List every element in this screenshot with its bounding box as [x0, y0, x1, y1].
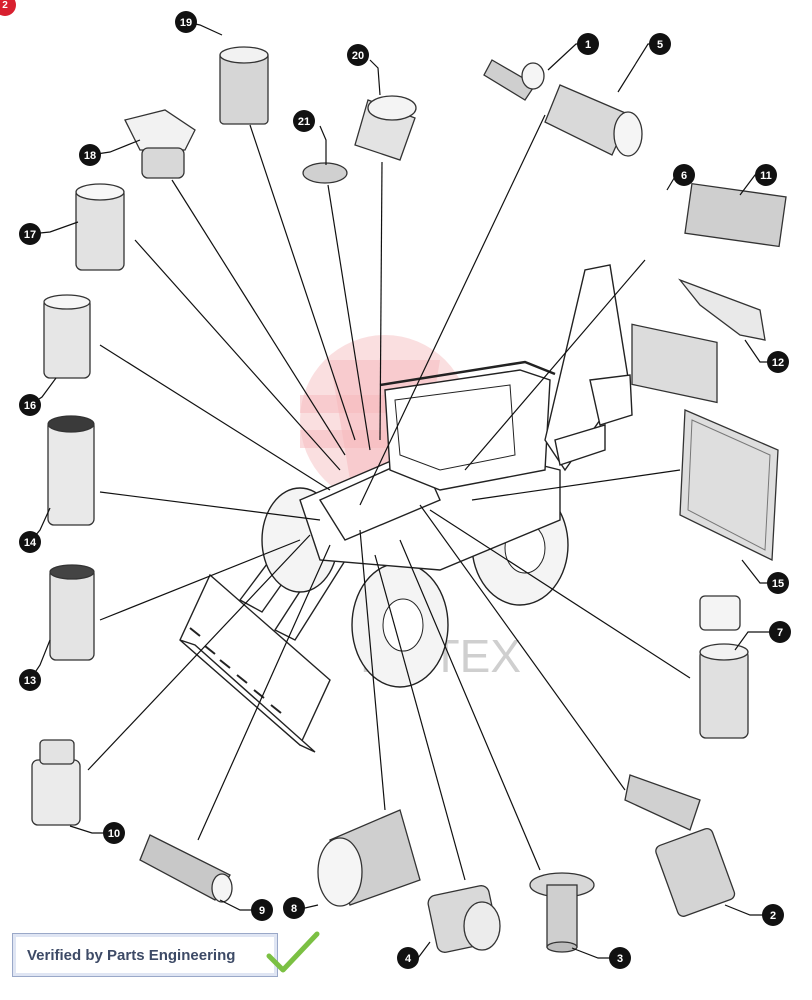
- part-13-icon: [49, 564, 95, 661]
- part-17-icon: [75, 183, 125, 271]
- callout-21: 21: [293, 110, 315, 132]
- part-12-icon: [678, 278, 766, 341]
- part-18-icon: [124, 109, 196, 179]
- part-19-icon: [219, 46, 269, 125]
- callout-13: 13: [19, 669, 41, 691]
- svg-text:13: 13: [24, 675, 36, 687]
- callout-18: 18: [79, 144, 101, 166]
- checkmark-icon: [266, 931, 320, 973]
- part-20-icon: [354, 95, 417, 161]
- svg-text:9: 9: [259, 905, 265, 917]
- svg-text:21: 21: [298, 116, 310, 128]
- svg-text:16: 16: [24, 400, 36, 412]
- svg-text:10: 10: [108, 828, 120, 840]
- part-8-icon: [317, 809, 421, 907]
- callout-8: 8: [283, 897, 305, 919]
- svg-text:15: 15: [772, 578, 784, 590]
- svg-text:20: 20: [352, 50, 364, 62]
- verified-text: Verified by Parts Engineering: [27, 946, 236, 964]
- svg-text:7: 7: [777, 627, 783, 639]
- part-10-icon: [31, 739, 81, 826]
- svg-text:19: 19: [180, 17, 192, 29]
- callout-14: 14: [19, 531, 41, 553]
- part-6-icon: [631, 323, 718, 404]
- part-1-icon: [483, 59, 545, 101]
- callout-19: 19: [175, 11, 197, 33]
- svg-text:4: 4: [405, 953, 412, 965]
- part-16-icon: [43, 294, 91, 379]
- svg-text:17: 17: [24, 229, 36, 241]
- part-5-icon: [544, 84, 643, 157]
- svg-text:1: 1: [585, 39, 591, 51]
- verified-badge: Verified by Parts Engineering: [12, 931, 320, 977]
- part-15-icon: [679, 409, 779, 562]
- svg-text:5: 5: [657, 39, 663, 51]
- callout-3: 3: [609, 947, 631, 969]
- callout-15: 15: [767, 572, 789, 594]
- callout-2: 2: [762, 904, 784, 926]
- callout-1: 1: [577, 33, 599, 55]
- svg-text:14: 14: [24, 537, 37, 549]
- svg-text:2: 2: [770, 910, 776, 922]
- part-2-icon: [624, 774, 736, 917]
- callout-11: 11: [755, 164, 777, 186]
- callout-6: 6: [673, 164, 695, 186]
- part-3-icon: [529, 872, 595, 953]
- svg-text:12: 12: [772, 357, 784, 369]
- part-7-icon: [699, 595, 749, 739]
- svg-text:6: 6: [681, 170, 687, 182]
- callout-10: 10: [103, 822, 125, 844]
- callout-7: 7: [769, 621, 791, 643]
- callout-9: 9: [251, 899, 273, 921]
- part-4-icon: [427, 885, 501, 953]
- corner-badge: 2: [0, 0, 16, 16]
- svg-text:3: 3: [617, 953, 623, 965]
- svg-text:18: 18: [84, 150, 96, 162]
- callout-17: 17: [19, 223, 41, 245]
- part-9-icon: [139, 834, 233, 903]
- svg-text:8: 8: [291, 903, 297, 915]
- callout-5: 5: [649, 33, 671, 55]
- callout-4: 4: [397, 947, 419, 969]
- svg-text:11: 11: [760, 170, 772, 182]
- part-21-icon: [302, 162, 348, 184]
- part-14-icon: [47, 415, 95, 526]
- callout-20: 20: [347, 44, 369, 66]
- callout-12: 12: [767, 351, 789, 373]
- callout-16: 16: [19, 394, 41, 416]
- part-11-icon: [684, 182, 787, 248]
